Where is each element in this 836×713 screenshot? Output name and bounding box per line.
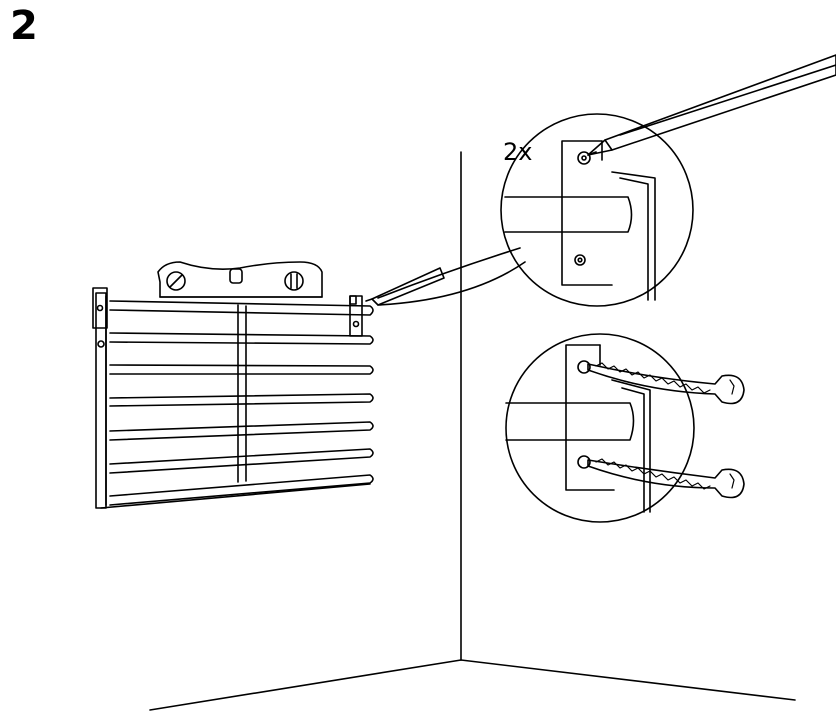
detail-circle-marking	[500, 113, 694, 307]
wall-bracket-icon	[157, 261, 323, 298]
screw-icon	[587, 362, 745, 405]
room-corner	[149, 151, 796, 711]
pencil-icon	[365, 267, 445, 306]
detail-leader	[377, 247, 526, 306]
rack-bars	[109, 300, 374, 506]
screw-icon	[587, 458, 745, 499]
step-number: 2	[10, 3, 38, 49]
spirit-level-icon	[229, 268, 243, 284]
detail-circle-screwing	[505, 333, 695, 523]
pencil-icon	[587, 54, 836, 156]
